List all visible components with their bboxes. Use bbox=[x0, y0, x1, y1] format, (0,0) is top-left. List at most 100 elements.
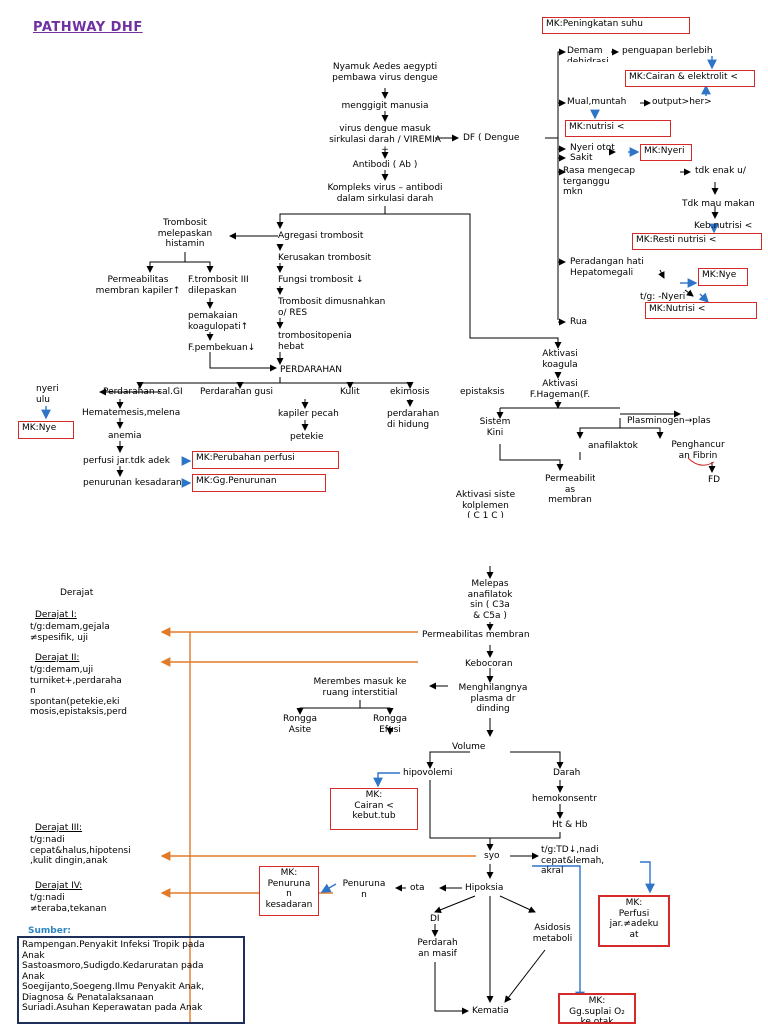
node-hemokonsentr: hemokonsentr bbox=[532, 794, 597, 804]
node-volume: Volume bbox=[452, 742, 486, 752]
node-aktivasi-koagula: Aktivasi koagula bbox=[542, 349, 578, 370]
diagnosis-suplai-o2: MK: Gg.suplai O₂ ke otak bbox=[558, 993, 636, 1024]
derajat4-heading: Derajat IV: bbox=[35, 881, 83, 891]
node-fd: FD bbox=[708, 475, 721, 485]
diagnosis-nye: MK:Nye bbox=[698, 268, 748, 286]
node-kematian: Kematia bbox=[472, 1006, 509, 1016]
node-di: DI bbox=[430, 914, 440, 924]
node-output: output>her> bbox=[652, 97, 712, 107]
node-dimusnahkan: Trombosit dimusnahkan o/ RES bbox=[278, 297, 386, 318]
node-asidosis: Asidosis metaboli bbox=[532, 923, 573, 944]
node-koagulopati: pemakaian koagulopati↑ bbox=[188, 311, 249, 332]
node-nyamuk: Nyamuk Aedes aegypti pembawa virus dengu… bbox=[332, 62, 438, 83]
derajat2-text: t/g:demam,uji turniket+,perdaraha n spon… bbox=[30, 665, 127, 717]
node-tg-nyeri: t/g: -Nyeri bbox=[640, 292, 686, 302]
node-anemia: anemia bbox=[108, 431, 142, 441]
node-rasa: Rasa mengecap terganggu mkn bbox=[563, 166, 636, 197]
node-menggigit: menggigit manusia bbox=[341, 101, 429, 111]
node-sakit: Sakit bbox=[570, 153, 593, 163]
diagnosis-penurunan-kesadaran: MK: Penuruna n kesadaran bbox=[259, 866, 319, 916]
node-kebocoran: Kebocoran bbox=[465, 659, 513, 669]
node-hipovolemi: hipovolemi bbox=[403, 768, 453, 778]
diagnosis-nutrisi-1: MK:nutrisi < bbox=[565, 120, 671, 137]
node-ftrombosit: F.trombosit III dilepaskan bbox=[188, 275, 249, 296]
diagnosis-gg-penurunan: MK:Gg.Penurunan bbox=[192, 474, 326, 492]
node-kompleks: Kompleks virus – antibodi dalam sirkulas… bbox=[327, 183, 443, 204]
node-hipoksia: Hipoksia bbox=[465, 883, 504, 893]
node-pembekuan: F.pembekuan↓ bbox=[188, 343, 256, 353]
node-tdk-enak: tdk enak u/ bbox=[695, 166, 746, 176]
node-penguapan: penguapan berlebih bbox=[622, 46, 713, 56]
page-title: PATHWAY DHF bbox=[33, 20, 143, 35]
node-penghancuran: Penghancur an Fibrin bbox=[671, 440, 725, 461]
diagnosis-cairan-kebutuhan: MK: Cairan < kebut.tub bbox=[330, 788, 418, 830]
node-perdarahan: PERDARAHAN bbox=[280, 365, 342, 375]
diagnosis-nutrisi-2: MK:Nutrisi < bbox=[645, 302, 757, 319]
node-ekimosis: ekimosis bbox=[390, 387, 430, 397]
node-derajat: Derajat bbox=[60, 588, 94, 598]
node-viremia: virus dengue masuk sirkulasi darah / VIR… bbox=[329, 124, 441, 155]
diagnosis-perfusi-jaringan: MK: Perfusi jar.≠adeku at bbox=[598, 895, 670, 947]
node-permeabilitas-membran: Permeabilitas membran bbox=[422, 630, 530, 640]
node-hidung: perdarahan di hidung bbox=[387, 409, 440, 430]
node-perdarahan-masif: Perdarah an masif bbox=[417, 938, 458, 959]
derajat3-heading: Derajat III: bbox=[35, 823, 83, 833]
node-hematemesis: Hematemesis,melena bbox=[82, 408, 181, 418]
node-mual: Mual,muntah bbox=[567, 97, 627, 107]
node-rua: Rua bbox=[570, 317, 588, 327]
node-ota: ota bbox=[410, 883, 425, 893]
node-antibodi: Antibodi ( Ab ) bbox=[352, 160, 418, 170]
node-darah: Darah bbox=[553, 768, 581, 778]
node-kulit: Kulit bbox=[340, 387, 360, 397]
node-sistem-kini: Sistem Kini bbox=[479, 417, 511, 438]
diagnosis-nye-left: MK:Nye bbox=[18, 421, 74, 439]
node-df: DF ( Dengue bbox=[463, 133, 520, 143]
diagnosis-cairan-elektrolit: MK:Cairan & elektrolit < bbox=[625, 70, 755, 87]
node-agregasi: Agregasi trombosit bbox=[278, 231, 364, 241]
node-sal-gi: Perdarahan sal.GI bbox=[103, 387, 183, 397]
derajat4-text: t/g:nadi ≠teraba,tekanan bbox=[30, 893, 107, 914]
node-peradangan: Peradangan hati Hepatomegali bbox=[570, 257, 644, 278]
diagnosis-resti-nutrisi: MK:Resti nutrisi < bbox=[632, 233, 762, 250]
node-hageman: Aktivasi F.Hageman(F. bbox=[529, 379, 591, 400]
node-epistaksis: epistaksis bbox=[460, 387, 505, 397]
derajat3-text: t/g:nadi cepat&halus,hipotensi ,kulit di… bbox=[30, 835, 131, 866]
node-kerusakan: Kerusakan trombosit bbox=[278, 253, 371, 263]
node-penurunan-kesadaran: penurunan kesadaran bbox=[83, 478, 182, 488]
node-perfusi: perfusi jar.tdk adek bbox=[83, 456, 170, 466]
node-rongga-efusi: Rongga Efusi bbox=[372, 714, 407, 735]
node-trombositopenia: trombositopenia hebat bbox=[278, 331, 352, 352]
sources-box: Rampengan.Penyakit Infeksi Tropik pada A… bbox=[17, 936, 245, 1024]
node-plasminogen: Plasminogen→plas bbox=[627, 416, 711, 426]
node-merembes: Merembes masuk ke ruang interstitial bbox=[313, 677, 407, 698]
diagnosis-perubahan-perfusi: MK:Perubahan perfusi bbox=[192, 451, 339, 469]
node-kebutuhan: Keb.nutrisi < bbox=[694, 221, 753, 230]
node-permeabilitas-kapiler: Permeabilitas membran kapiler↑ bbox=[95, 275, 181, 296]
node-komplemen: Aktivasi siste kolplemen ( C 1 C ) bbox=[455, 490, 516, 518]
node-melepas: Melepas anafilatok sin ( C3a & C5a ) bbox=[467, 579, 513, 621]
node-trombosit-histamin: Trombosit melepaskan histamin bbox=[157, 218, 213, 249]
node-kapiler-pecah: kapiler pecah bbox=[278, 409, 339, 419]
node-rongga-asite: Rongga Asite bbox=[282, 714, 317, 735]
node-tg-td: t/g:TD↓,nadi cepat&lemah, akral bbox=[541, 845, 605, 876]
node-penurunan: Penuruna n bbox=[342, 879, 386, 900]
sources-text: Rampengan.Penyakit Infeksi Tropik pada A… bbox=[22, 940, 205, 1013]
node-ht-hb: Ht & Hb bbox=[552, 820, 588, 830]
node-demam: Demam dehidrasi bbox=[567, 46, 609, 62]
derajat1-heading: Derajat I: bbox=[35, 610, 77, 620]
diagnosis-suhu: MK:Peningkatan suhu bbox=[542, 17, 690, 34]
node-nyeri-otot: Nyeri otot bbox=[570, 143, 615, 153]
sources-heading: Sumber: bbox=[28, 926, 71, 936]
node-menghilangnya: Menghilangnya plasma dr dinding bbox=[458, 683, 528, 714]
node-petekie: petekie bbox=[290, 432, 324, 442]
node-nyeri-ulu: nyeri ulu bbox=[36, 384, 59, 405]
node-tdk-mau: Tdk mau makan bbox=[682, 199, 755, 209]
diagnosis-nyeri-1: MK:Nyeri bbox=[640, 144, 692, 161]
node-gusi: Perdarahan gusi bbox=[200, 387, 274, 397]
node-fungsi: Fungsi trombosit ↓ bbox=[278, 275, 364, 285]
node-anafilaktok: anafilaktok bbox=[588, 441, 638, 451]
derajat1-text: t/g:demam,gejala ≠spesifik, uji bbox=[30, 622, 110, 643]
node-permeabilitas: Permeabilit as membran bbox=[545, 474, 595, 505]
node-syo: syo bbox=[484, 851, 500, 861]
derajat2-heading: Derajat II: bbox=[35, 653, 80, 663]
